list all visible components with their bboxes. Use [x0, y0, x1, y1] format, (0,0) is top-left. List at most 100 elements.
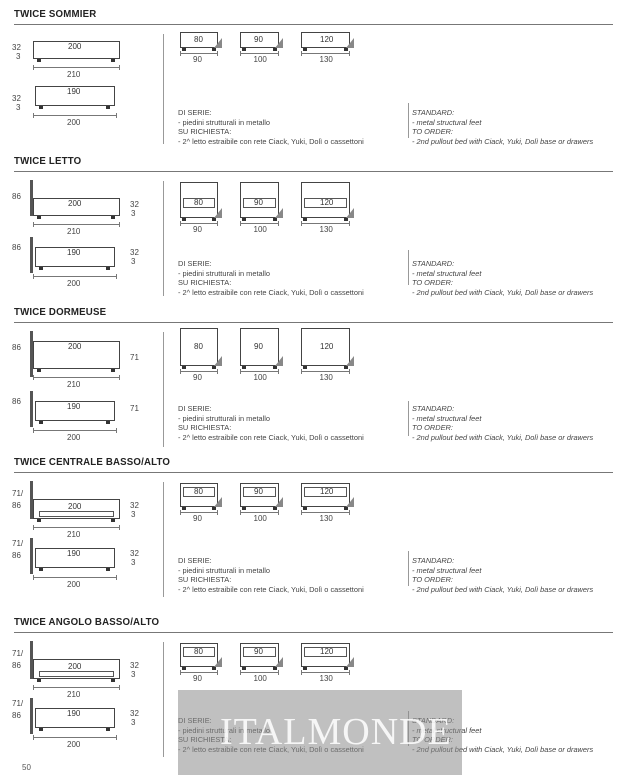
- frame-width: 210: [67, 227, 81, 236]
- height-32: 32: [12, 94, 21, 103]
- drawer-flap: [214, 497, 222, 507]
- note-it-l1: DI SERIE:: [178, 259, 212, 268]
- variant-width: 90: [254, 487, 263, 496]
- drawer-flap: [275, 38, 283, 48]
- drawer-flap: [346, 38, 354, 48]
- note-it-l1: DI SERIE:: [178, 404, 212, 413]
- headboard: [30, 641, 33, 679]
- variant-width: 80: [194, 647, 203, 656]
- drawer-flap: [346, 208, 354, 218]
- note-en-l3: TO ORDER:: [412, 278, 453, 288]
- foot: [242, 218, 246, 221]
- variant-width: 90: [254, 342, 263, 351]
- foot: [212, 48, 216, 51]
- variant-width: 80: [194, 198, 203, 207]
- main-bed-frame: [33, 341, 120, 369]
- foot: [242, 366, 246, 369]
- variant-width: 90: [254, 647, 263, 656]
- foot: [182, 366, 186, 369]
- note-it-l2: - piedini strutturali in metallo: [178, 565, 271, 575]
- foot: [273, 218, 277, 221]
- variant-frame-dim: [240, 510, 279, 515]
- foot: [111, 519, 115, 522]
- left-height: 71/ 86: [12, 699, 24, 720]
- variant-width: 120: [320, 198, 334, 207]
- variant-frame-width: 130: [319, 55, 333, 64]
- left-height: 86: [12, 243, 21, 252]
- variant-width: 120: [320, 342, 334, 351]
- section-title: TWICE SOMMIER: [14, 8, 97, 20]
- foot: [303, 48, 307, 51]
- under-bed-width: 190: [67, 248, 81, 257]
- foot: [303, 507, 307, 510]
- height-3: 3: [16, 52, 21, 61]
- variant-frame-dim: [301, 369, 350, 374]
- height-3: 3: [131, 558, 136, 567]
- foot: [242, 48, 246, 51]
- frame-width: 210: [67, 530, 81, 539]
- foot: [39, 421, 43, 424]
- variant-frame-width: 130: [319, 225, 333, 234]
- headboard: [30, 331, 33, 377]
- note-it-l4: - 2^ letto estraibile con rete Ciack, Yu…: [178, 136, 364, 146]
- variant-frame-width: 100: [253, 373, 267, 382]
- notes-divider: [408, 551, 409, 586]
- foot: [344, 218, 348, 221]
- variant-mattress: [183, 487, 215, 497]
- note-en-l2: - metal structural feet: [412, 117, 482, 127]
- foot: [37, 369, 41, 372]
- foot: [344, 48, 348, 51]
- foot: [273, 48, 277, 51]
- variant-width: 80: [194, 342, 203, 351]
- section-title: TWICE CENTRALE BASSO/ALTO: [14, 456, 171, 468]
- frame-width: 210: [67, 380, 81, 389]
- watermark-text: ITALMONDE: [220, 711, 452, 753]
- variant-frame-dim: [180, 510, 218, 515]
- notes-divider: [408, 401, 409, 436]
- note-en-l2: - metal structural feet: [412, 268, 482, 278]
- foot: [242, 507, 246, 510]
- section-rule: [14, 632, 613, 633]
- left-height: 86: [12, 397, 21, 406]
- variant-frame-width: 90: [193, 373, 202, 382]
- note-en-l4: - 2nd pullout bed with Ciack, Yuki, Dolì…: [412, 432, 594, 442]
- note-it-l2: - piedini strutturali in metallo: [178, 268, 271, 278]
- main-bed-frame: [33, 198, 120, 216]
- variant-frame-width: 130: [319, 674, 333, 683]
- frame-width: 210: [67, 690, 81, 699]
- under-frame-dim: [33, 735, 117, 740]
- main-bed-width: 200: [68, 199, 82, 208]
- drawer-flap: [214, 356, 222, 366]
- notes-divider: [408, 103, 409, 138]
- foot: [344, 667, 348, 670]
- frame-dim: [33, 525, 120, 530]
- height-3: 3: [16, 103, 21, 112]
- height-71: 71: [130, 353, 139, 362]
- under-bed-width: 190: [67, 402, 81, 411]
- foot: [303, 218, 307, 221]
- height-71: 71: [130, 404, 139, 413]
- variant-frame-dim: [301, 510, 350, 515]
- under-bed-width: 190: [67, 709, 81, 718]
- headboard: [30, 237, 33, 273]
- foot: [106, 106, 110, 109]
- height-32: 32: [130, 501, 139, 510]
- foot: [182, 218, 186, 221]
- foot: [344, 366, 348, 369]
- foot: [212, 667, 216, 670]
- under-frame-width: 200: [67, 580, 81, 589]
- foot: [242, 667, 246, 670]
- left-height: 71/ 86: [12, 649, 24, 670]
- foot: [212, 366, 216, 369]
- drawer-flap: [346, 657, 354, 667]
- foot: [39, 568, 43, 571]
- variant-frame-width: 130: [319, 373, 333, 382]
- foot: [182, 507, 186, 510]
- drawer-flap: [275, 208, 283, 218]
- under-frame-dim: [33, 113, 117, 118]
- under-bed-frame: [35, 86, 115, 106]
- variant-width: 120: [320, 647, 334, 656]
- note-en-l4: - 2nd pullout bed with Ciack, Yuki, Dolì…: [412, 136, 594, 146]
- note-it-l3: SU RICHIESTA:: [178, 423, 232, 433]
- left-height: 71/ 86: [12, 489, 24, 510]
